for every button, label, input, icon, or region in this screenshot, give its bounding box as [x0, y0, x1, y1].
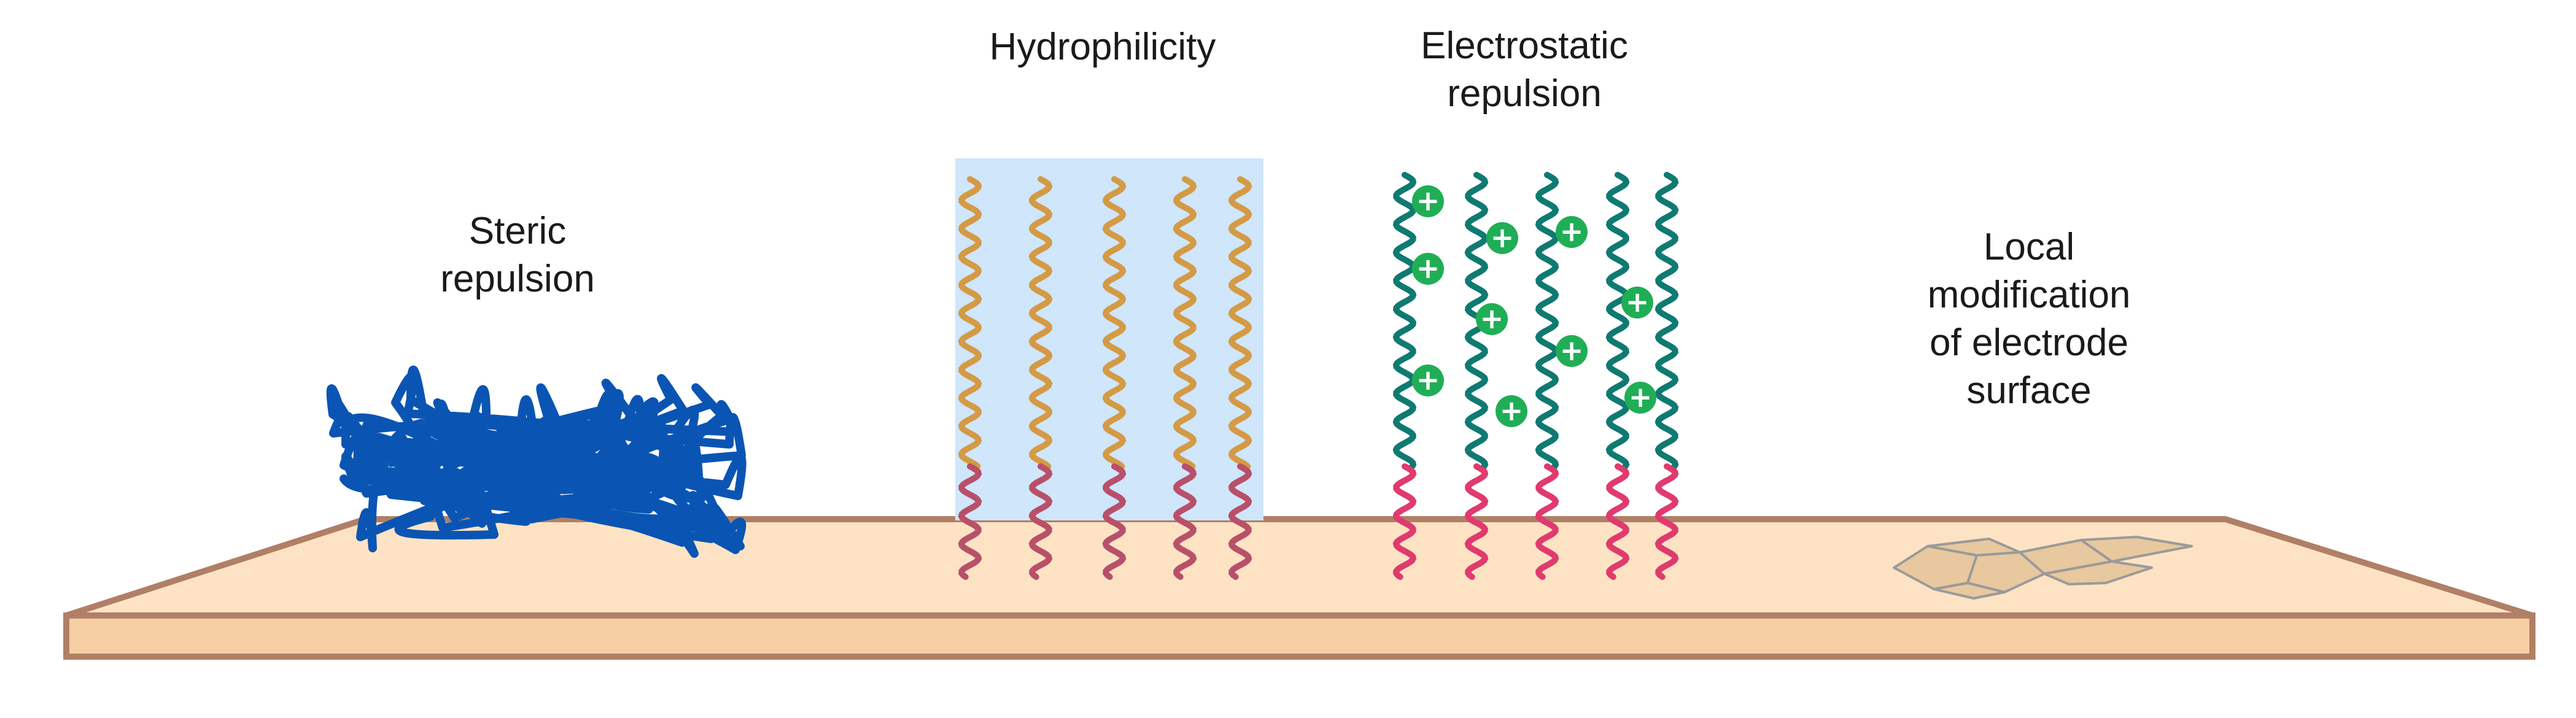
hydrophilic-chain [1173, 176, 1197, 469]
cation-icon: + [1556, 215, 1588, 248]
charged-chain [1392, 172, 1417, 469]
cation-circle [1486, 222, 1518, 254]
cation-icon: + [1556, 334, 1588, 367]
cation-icon: + [1412, 184, 1444, 217]
polymer-tangle [326, 365, 747, 558]
surface-facet [1966, 551, 2046, 593]
anchor-segment [1605, 463, 1630, 580]
hydrophilic-chains [958, 176, 1252, 580]
surface-facet [2080, 536, 2193, 563]
local-label-line1: Local [1983, 226, 2075, 268]
charged-chain [1655, 172, 1679, 469]
cation-circle [1624, 382, 1656, 414]
cation-plus-sign: + [1626, 285, 1650, 318]
cation-icon: + [1412, 252, 1444, 285]
hydrophilicity-label-line1: Hydrophilicity [989, 26, 1216, 68]
charged-chain [1535, 172, 1559, 469]
hydrophilic-chain [958, 176, 982, 469]
cation-plus-sign: + [1491, 221, 1515, 254]
hydrophilicity-label: Hydrophilicity [990, 23, 1216, 71]
cation-circle [1412, 185, 1444, 217]
cation-plus-sign: + [1416, 363, 1440, 396]
cation-icon: + [1486, 221, 1518, 254]
steric-label-line2: repulsion [440, 258, 595, 300]
local-label-line3: of electrode [1929, 322, 2128, 364]
anchor-segment [1655, 463, 1679, 580]
electrostatic-label-line2: repulsion [1447, 72, 1602, 115]
steric-repulsion-label: Steric repulsion [440, 207, 595, 303]
anchor-segment [1535, 463, 1559, 580]
cation-circle [1476, 303, 1508, 335]
cation-plus-sign: + [1560, 334, 1584, 367]
anchor-segment [1392, 463, 1417, 580]
cation-plus-sign: + [1500, 394, 1524, 427]
anchor-segment [1102, 463, 1127, 580]
anchor-segment [1228, 463, 1252, 580]
cations: + + + + + + + + + + [1412, 184, 1656, 427]
cation-plus-sign: + [1416, 184, 1440, 217]
cation-circle [1556, 216, 1588, 248]
electrode [63, 516, 2535, 660]
cation-icon: + [1412, 363, 1444, 396]
anchor-segment [1028, 463, 1053, 580]
cation-circle [1412, 253, 1444, 285]
cation-plus-sign: + [1480, 302, 1504, 335]
local-label-line2: modification [1927, 274, 2131, 316]
surface-facet [2043, 560, 2153, 585]
electrostatic-label-line1: Electrostatic [1421, 25, 1628, 67]
cation-circle [1621, 287, 1653, 318]
cation-plus-sign: + [1629, 380, 1653, 414]
hydrophilic-chain [1028, 176, 1053, 469]
surface-facet [1933, 582, 2006, 600]
anchor-segment [1464, 463, 1489, 580]
local-modification-label: Local modification of electrode surface [1928, 223, 2131, 415]
steric-label-line1: Steric [468, 210, 567, 252]
polymer-coil [326, 365, 747, 558]
local-label-line4: surface [1966, 369, 2092, 412]
charged-chain [1605, 172, 1630, 469]
cation-circle [1556, 335, 1588, 367]
hydrophilic-chain [1102, 176, 1127, 469]
cation-icon: + [1476, 302, 1508, 335]
cation-icon: + [1621, 285, 1653, 318]
anchor-segment [958, 463, 982, 580]
modified-surface-patch [1893, 536, 2193, 600]
electrostatic-repulsion-label: Electrostatic repulsion [1421, 22, 1628, 118]
cation-circle [1496, 395, 1527, 427]
cation-icon: + [1496, 394, 1527, 427]
electrode-front-face [63, 612, 2535, 660]
cation-icon: + [1624, 380, 1656, 414]
anchor-segment [1173, 463, 1197, 580]
cation-plus-sign: + [1416, 252, 1440, 285]
cation-circle [1412, 365, 1444, 396]
hydrophilic-chain [1228, 176, 1252, 469]
cation-plus-sign: + [1560, 215, 1584, 248]
